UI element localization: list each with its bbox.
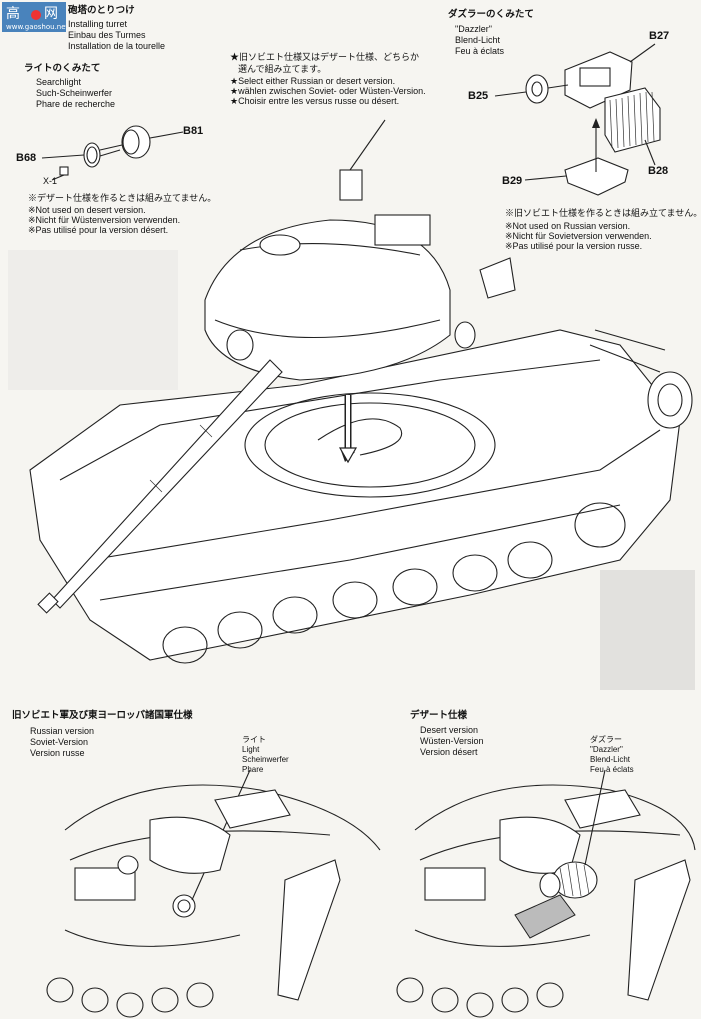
dazzler-drawing <box>494 43 661 196</box>
searchlight-note-jp: ※デザート仕様を作るときは組み立てません。 <box>28 193 217 203</box>
russian-version-drawing <box>46 769 381 1018</box>
searchlight-heading-jp: ライトのくみたて <box>24 63 101 74</box>
part-label-b81: B81 <box>183 125 204 137</box>
searchlight-drawing <box>41 125 184 181</box>
part-label-b25: B25 <box>468 90 489 102</box>
dazzler-heading-de: Blend-Licht <box>455 35 501 45</box>
light-callout-jp: ライト <box>242 735 266 744</box>
version-note-fr: ★Choisir entre les versus russe ou déser… <box>230 96 400 106</box>
tank-drawing <box>29 119 693 664</box>
turret-heading-en: Installing turret <box>68 19 128 29</box>
dazzler-note-en: ※Not used on Russian version. <box>505 221 631 231</box>
light-callout-en: Light <box>242 745 260 754</box>
bleed-through-text <box>8 250 695 690</box>
dazzler-callout-jp: ダズラー <box>590 735 622 744</box>
searchlight-heading-fr: Phare de recherche <box>36 99 116 109</box>
dazzler-note-fr: ※Pas utilisé pour la version russe. <box>505 241 643 251</box>
dazzler-note-jp: ※旧ソビエト仕様を作るときは組み立てません。 <box>505 208 701 218</box>
dazzler-heading-fr: Feu à éclats <box>455 46 505 56</box>
site-logo: 高 网 www.gaoshou.net <box>2 2 66 32</box>
searchlight-note-en: ※Not used on desert version. <box>28 205 146 215</box>
searchlight-note-fr: ※Pas utilisé pour la version désert. <box>28 225 169 235</box>
desert-version-fr: Version désert <box>420 747 478 757</box>
turret-heading-fr: Installation de la tourelle <box>68 41 166 51</box>
light-callout-de: Scheinwerfer <box>242 755 289 764</box>
desert-version-drawing <box>396 769 696 1018</box>
searchlight-heading-de: Such-Scheinwerfer <box>36 88 113 98</box>
dazzler-callout-fr: Feu à éclats <box>590 765 634 774</box>
dazzler-note-de: ※Nicht für Sovietversion verwenden. <box>505 231 652 241</box>
svg-text:网: 网 <box>44 6 58 22</box>
logo-graphic: 高 网 www.gaoshou.net <box>2 2 66 32</box>
desert-version-de: Wüsten-Version <box>420 736 484 746</box>
part-label-x1: X-1 <box>43 176 58 186</box>
russian-version-fr: Version russe <box>30 748 85 758</box>
part-label-b68: B68 <box>16 152 37 164</box>
part-label-b27: B27 <box>649 30 670 42</box>
version-note-en: ★Select either Russian or desert version… <box>230 76 396 86</box>
russian-version-de: Soviet-Version <box>30 737 89 747</box>
dazzler-callout-de: Blend-Licht <box>590 755 631 764</box>
desert-version-en: Desert version <box>420 725 479 735</box>
version-note-de: ★wählen zwischen Soviet- oder Wüsten-Ver… <box>230 86 426 96</box>
turret-heading-jp: 砲塔のとりつけ <box>68 5 135 16</box>
light-callout-fr: Phare <box>242 765 264 774</box>
desert-version-jp: デザート仕様 <box>410 710 468 721</box>
dazzler-heading-en: "Dazzler" <box>455 24 492 34</box>
svg-text:www.gaoshou.net: www.gaoshou.net <box>6 23 66 31</box>
turret-heading-de: Einbau des Turmes <box>68 30 146 40</box>
part-label-b29: B29 <box>502 175 523 187</box>
searchlight-heading-en: Searchlight <box>36 77 82 87</box>
searchlight-note-de: ※Nicht für Wüstenversion verwenden. <box>28 215 181 225</box>
russian-version-en: Russian version <box>30 726 95 736</box>
version-note-jp2: 選んで組み立てます。 <box>238 64 327 74</box>
dazzler-heading-jp: ダズラーのくみたて <box>448 9 534 20</box>
part-label-b28: B28 <box>648 165 669 177</box>
dazzler-callout-en: "Dazzler" <box>590 745 623 754</box>
svg-text:高: 高 <box>6 5 20 22</box>
version-note-jp1: ★旧ソビエト仕様又はデザート仕様、どちらか <box>230 52 420 62</box>
russian-version-jp: 旧ソビエト軍及び東ヨーロッパ諸国軍仕様 <box>12 710 193 721</box>
